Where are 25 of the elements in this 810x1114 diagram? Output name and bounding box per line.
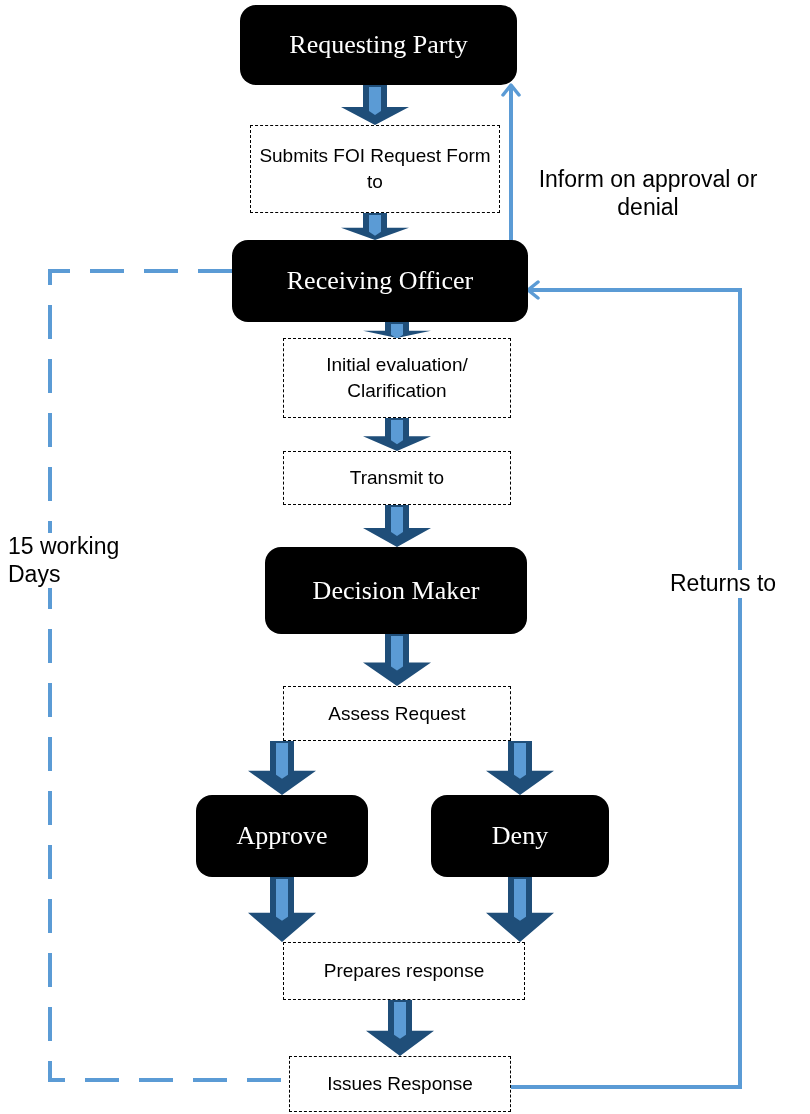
node-text: Submits FOI Request Form to bbox=[258, 144, 492, 194]
step-box bbox=[283, 338, 511, 418]
node-text: Issues Response bbox=[327, 1072, 473, 1097]
node-text: Transmit to bbox=[349, 466, 445, 491]
arrow bbox=[511, 280, 742, 1089]
step-box bbox=[283, 451, 511, 505]
role-box bbox=[232, 240, 528, 322]
node-text: Initial evaluation/ Clarification bbox=[325, 353, 469, 403]
step-box bbox=[250, 125, 500, 213]
arrow bbox=[501, 83, 521, 240]
node-text: Requesting Party bbox=[289, 30, 468, 60]
edge-label: Returns to bbox=[670, 570, 777, 598]
role-box bbox=[265, 547, 527, 634]
node-text: Prepares response bbox=[323, 959, 485, 984]
step-box bbox=[283, 686, 511, 741]
node-text: Decision Maker bbox=[312, 575, 480, 606]
step-box bbox=[289, 1056, 511, 1112]
role-box bbox=[196, 795, 368, 877]
step-box bbox=[283, 942, 525, 1000]
role-box bbox=[240, 5, 517, 85]
node-text: Assess Request bbox=[328, 701, 466, 726]
node-text: Approve bbox=[236, 821, 328, 851]
node-text: Receiving Officer bbox=[286, 266, 474, 296]
role-box bbox=[431, 795, 609, 877]
node-text: Deny bbox=[491, 821, 549, 851]
